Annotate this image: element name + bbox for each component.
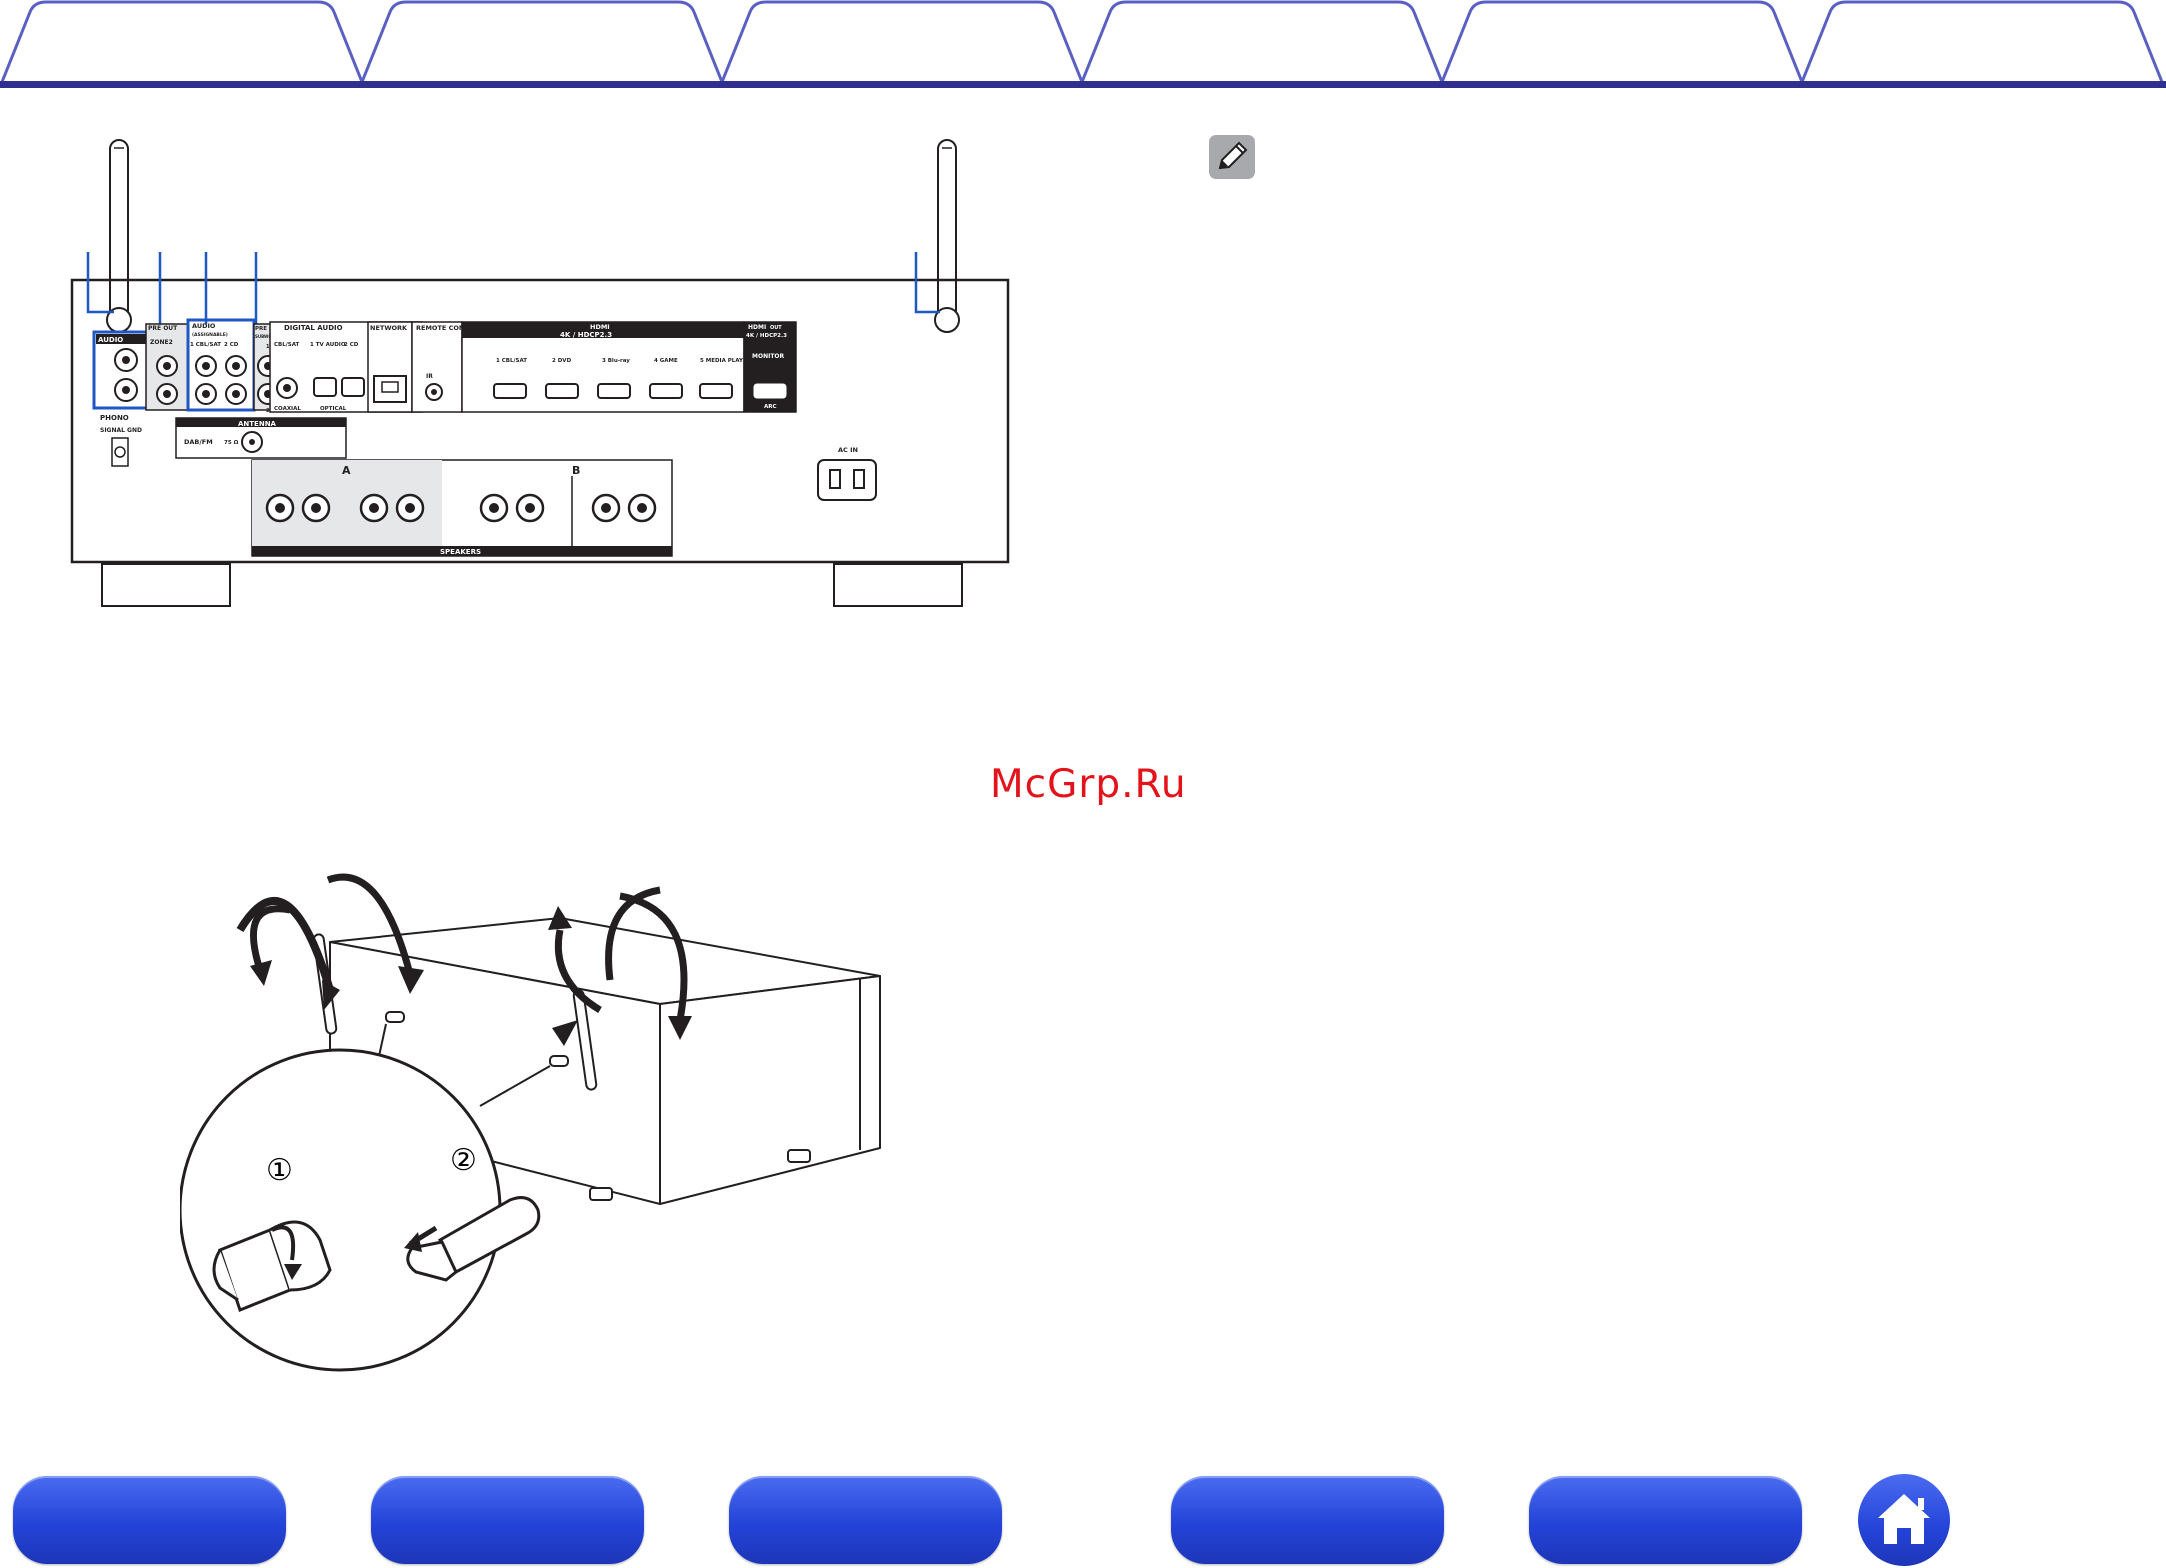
svg-text:PHONO: PHONO <box>100 414 129 422</box>
tab-3[interactable] <box>720 0 1084 83</box>
svg-text:1: 1 <box>266 344 270 350</box>
svg-text:HDMI: HDMI <box>748 324 766 331</box>
svg-text:1 CBL/SAT: 1 CBL/SAT <box>190 342 221 348</box>
tab-5[interactable] <box>1440 0 1804 83</box>
antenna-right <box>934 139 960 333</box>
svg-text:(ASSIGNABLE): (ASSIGNABLE) <box>192 332 228 338</box>
svg-text:DAB/FM: DAB/FM <box>184 438 213 446</box>
tab-6[interactable] <box>1800 0 2164 83</box>
svg-text:1 TV AUDIO: 1 TV AUDIO <box>310 342 346 348</box>
home-button[interactable] <box>1858 1474 1950 1566</box>
svg-text:ZONE2: ZONE2 <box>150 339 173 346</box>
antenna-left <box>106 139 132 333</box>
svg-text:MONITOR: MONITOR <box>752 353 785 360</box>
svg-text:4K / HDCP2.3: 4K / HDCP2.3 <box>560 331 612 339</box>
speaker-terminals: A B SPEAKERS <box>251 459 673 557</box>
foot-right <box>833 563 963 607</box>
tab-bar-rule <box>0 81 2166 88</box>
svg-text:1 CBL/SAT: 1 CBL/SAT <box>496 358 527 364</box>
svg-text:SIGNAL GND: SIGNAL GND <box>100 427 142 434</box>
svg-text:A: A <box>342 464 351 477</box>
svg-text:PRE OUT: PRE OUT <box>255 326 282 332</box>
home-icon <box>1878 1494 1930 1544</box>
svg-text:AUDIO: AUDIO <box>98 336 123 344</box>
hdmi-monitor-out: HDMI OUT 4K / HDCP2.3 MONITOR ARC <box>743 321 797 413</box>
watermark: McGrp.Ru <box>990 762 1187 807</box>
detail-magnifier <box>178 1048 502 1372</box>
nav-button-5[interactable] <box>1529 1476 1802 1564</box>
nav-button-1[interactable] <box>13 1476 286 1564</box>
svg-text:2 DVD: 2 DVD <box>552 358 572 364</box>
svg-text:OUT: OUT <box>770 325 782 331</box>
step-1-marker: ① <box>266 1153 293 1188</box>
ac-inlet: AC IN <box>817 446 877 501</box>
pre-out-zone2: PRE OUT ZONE2 <box>145 323 189 411</box>
svg-text:REMOTE CONTROL: REMOTE CONTROL <box>416 324 483 332</box>
svg-text:75 Ω: 75 Ω <box>224 440 239 446</box>
svg-text:COAXIAL: COAXIAL <box>274 406 301 412</box>
svg-text:2 CD: 2 CD <box>224 342 239 348</box>
phono-input: AUDIO PHONO SIGNAL GND <box>92 330 150 467</box>
svg-text:AC IN: AC IN <box>838 446 858 454</box>
step-2-marker: ② <box>450 1143 477 1178</box>
svg-text:ARC: ARC <box>764 404 777 410</box>
svg-text:HDMI: HDMI <box>590 323 610 331</box>
pencil-icon <box>1208 134 1256 180</box>
antenna-attach-illustration: ① ② <box>178 870 900 1394</box>
svg-text:2 CD: 2 CD <box>344 342 359 348</box>
svg-text:OPTICAL: OPTICAL <box>320 406 347 412</box>
svg-text:4K / HDCP2.3: 4K / HDCP2.3 <box>746 333 787 339</box>
svg-text:B: B <box>572 464 580 477</box>
svg-text:DIGITAL AUDIO: DIGITAL AUDIO <box>284 324 343 332</box>
nav-button-4[interactable] <box>1171 1476 1444 1564</box>
svg-text:IR: IR <box>426 373 433 380</box>
svg-text:ANTENNA: ANTENNA <box>238 420 277 428</box>
nav-button-3[interactable] <box>729 1476 1002 1564</box>
nav-button-2[interactable] <box>371 1476 644 1564</box>
connector-step-1 <box>212 1220 332 1312</box>
svg-text:AUDIO: AUDIO <box>192 322 216 330</box>
tab-1[interactable] <box>0 0 364 83</box>
hdmi-inputs: HDMI 4K / HDCP2.3 1 CBL/SAT 2 DVD 3 Blu-… <box>461 321 752 413</box>
top-tab-bar <box>0 0 2166 90</box>
svg-text:2: 2 <box>266 408 270 414</box>
tab-2[interactable] <box>360 0 724 83</box>
tab-4[interactable] <box>1080 0 1444 83</box>
svg-text:4 GAME: 4 GAME <box>654 358 678 364</box>
svg-text:5 MEDIA PLAYER: 5 MEDIA PLAYER <box>700 358 752 364</box>
audio-in-assignable: AUDIO (ASSIGNABLE) 1 CBL/SAT 2 CD <box>186 318 256 412</box>
svg-text:NETWORK: NETWORK <box>370 324 408 332</box>
svg-text:3 Blu-ray: 3 Blu-ray <box>602 358 630 364</box>
svg-text:SPEAKERS: SPEAKERS <box>440 548 481 556</box>
svg-text:PRE OUT: PRE OUT <box>148 325 178 332</box>
svg-text:CBL/SAT: CBL/SAT <box>274 342 300 348</box>
foot-left <box>101 563 231 607</box>
rear-panel-diagram: AUDIO PHONO SIGNAL GND PRE OUT ZONE2 AUD… <box>60 130 1020 624</box>
network-port: NETWORK <box>367 321 413 413</box>
antenna-dab-fm: ANTENNA DAB/FM 75 Ω <box>175 417 347 459</box>
